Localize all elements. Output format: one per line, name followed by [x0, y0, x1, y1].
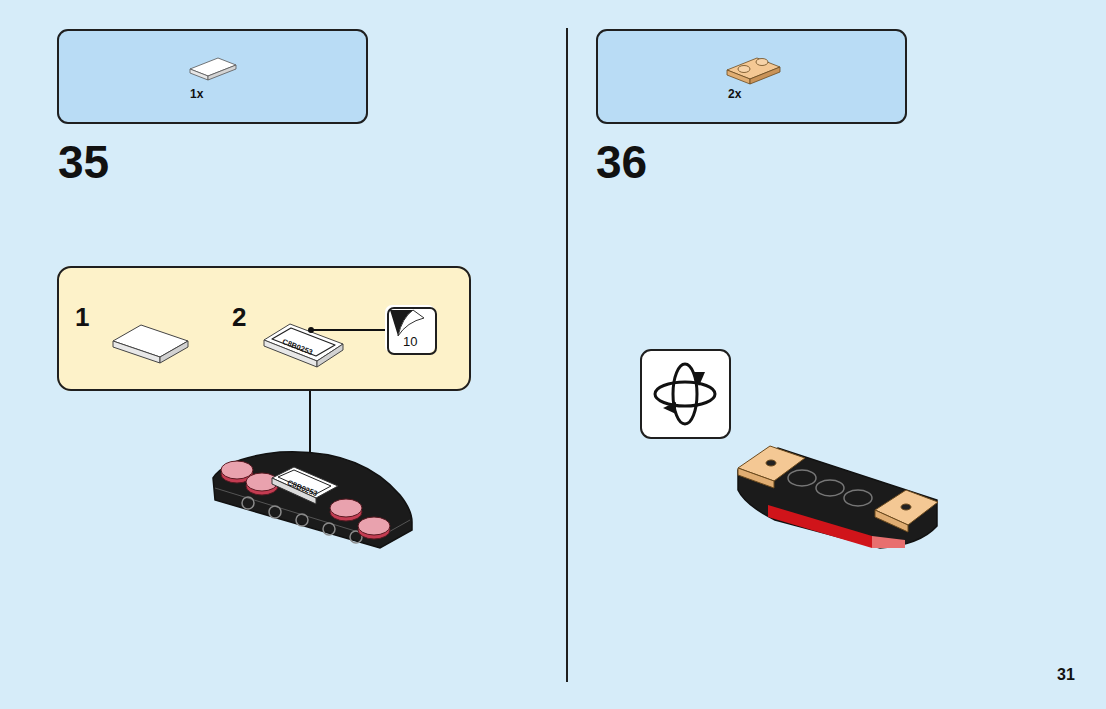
substep-box: 1 2 10: [57, 266, 471, 391]
placement-arrow: [309, 391, 311, 462]
substep-number: 2: [232, 304, 246, 330]
sticker-number-box: 10: [387, 307, 437, 355]
part-quantity: 2x: [728, 88, 741, 100]
sticker-number: 10: [403, 335, 417, 348]
part-quantity: 1x: [190, 88, 203, 100]
sticker-leader: [312, 329, 385, 331]
sticker-code: C8B0253: [281, 338, 313, 356]
white-tile: [113, 325, 188, 363]
sticker-panel-fill: [385, 305, 435, 353]
step-number: 36: [596, 139, 647, 185]
page-divider: [566, 28, 568, 682]
model-step-36: [738, 446, 938, 548]
parts-panel-fill: [596, 29, 907, 124]
tan-plate-part: [727, 58, 780, 84]
page-number: 31: [1057, 667, 1075, 683]
parts-callout: 2x: [596, 29, 907, 124]
sticker-code: C8B0253: [286, 479, 318, 498]
parts-panel-fill: [57, 29, 368, 124]
rotate-icon: [641, 350, 730, 438]
white-tile-part: [190, 58, 236, 80]
substep-panel-fill: [57, 266, 471, 391]
substep-number: 1: [75, 304, 89, 330]
model-step-35: [213, 452, 412, 548]
leader-dot: [308, 327, 314, 333]
step-number: 35: [58, 139, 109, 185]
parts-callout: 1x: [57, 29, 368, 124]
sticker-peel-icon: [398, 310, 424, 336]
